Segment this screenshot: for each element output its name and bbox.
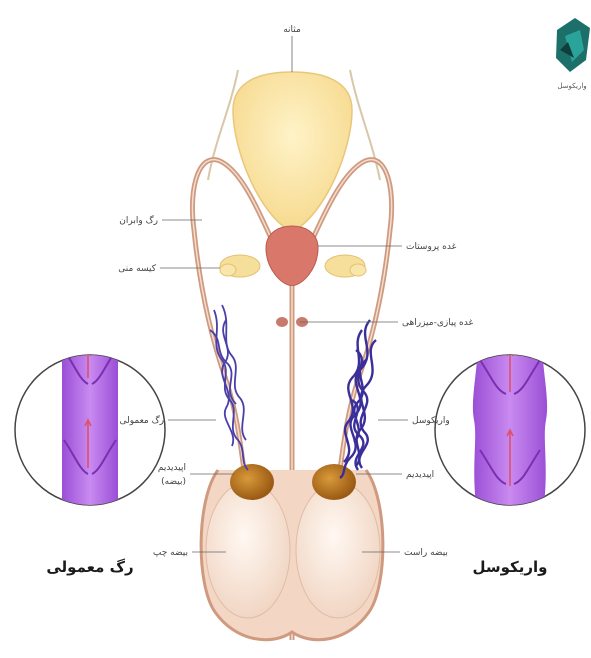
seminal-vesicle-right — [325, 255, 366, 277]
epididymis-right — [312, 464, 356, 500]
normal-vein — [62, 340, 118, 520]
varicocele-vein-zoom — [435, 340, 585, 520]
testis-right — [296, 482, 380, 618]
label-testis-right: بیضه راست — [404, 548, 448, 558]
brand-logo: واریکوسل — [556, 18, 590, 90]
label-bladder: مثانه — [283, 25, 301, 35]
bladder — [233, 72, 352, 232]
label-seminal-vesicle: کیسه منی — [118, 264, 156, 274]
prostate — [266, 226, 318, 286]
label-epididymis-left-2: (بیضه) — [161, 477, 186, 487]
label-testis-left: بیضه چپ — [153, 548, 188, 558]
caption-normal-vein: رگ معمولی — [46, 558, 133, 576]
normal-vein-zoom — [15, 340, 165, 520]
brand-logo-text: واریکوسل — [557, 82, 586, 90]
brand-logo-icon — [556, 18, 590, 72]
label-epididymis-left-1: اپیدیدیم — [158, 463, 186, 473]
label-vas-deferens: رگ وابران — [119, 214, 158, 226]
caption-varicocele: واریکوسل — [473, 558, 548, 576]
testis-left — [206, 482, 290, 618]
label-prostate: غده پروستات — [406, 242, 457, 252]
label-bulbourethral: غده پیازی-میزراهی — [402, 318, 473, 328]
label-varicocele-vein: واریکوسل — [412, 416, 450, 426]
label-normal-vein: رگ معمولی — [119, 414, 164, 426]
epididymis-left — [230, 464, 274, 500]
label-epididymis-right: اپیدیدیم — [406, 470, 434, 480]
seminal-vesicle-left — [220, 255, 260, 277]
